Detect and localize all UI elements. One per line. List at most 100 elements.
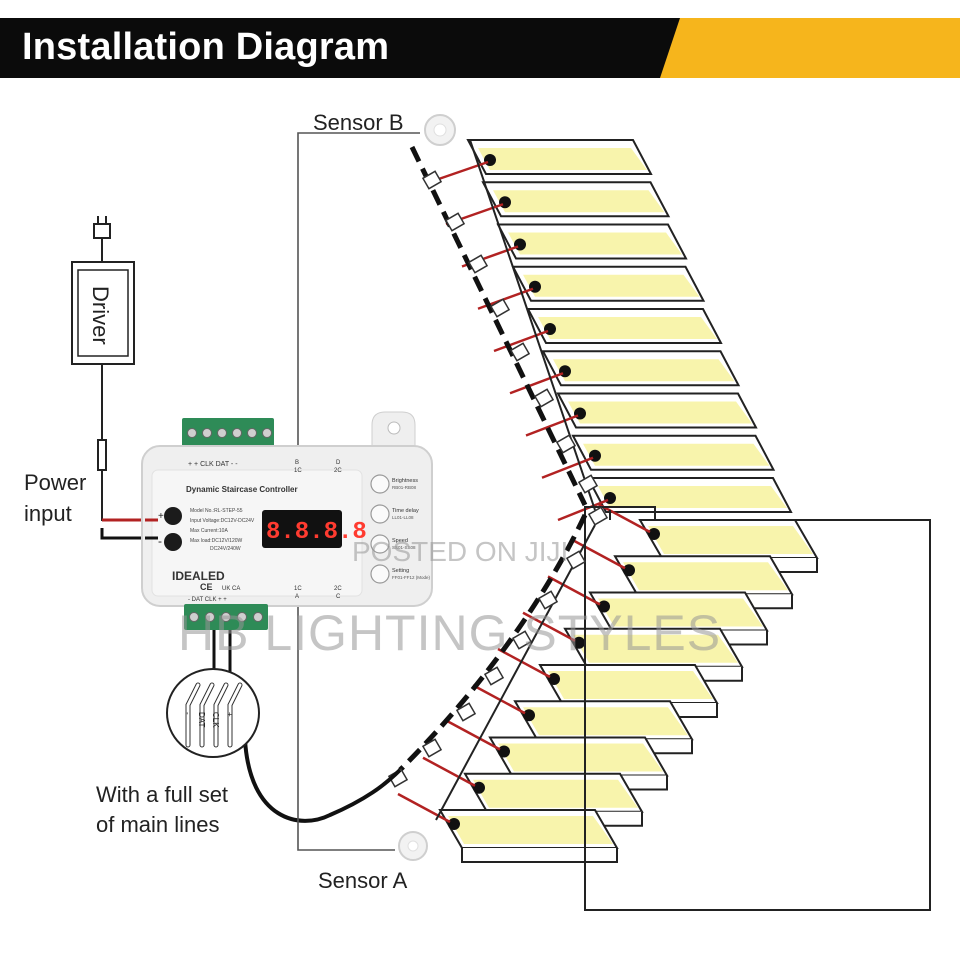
controller-button-range: SS01-SS08 [392,545,416,550]
lower-step-wire [597,502,651,534]
brand-logo: IDEALED [172,569,225,583]
lower-step-sensor-dot [498,745,510,758]
minus-terminal-knob [164,533,182,551]
watermark-posted: POSTED ON JIJI [352,536,569,567]
sensor-b-label: Sensor B [313,110,404,135]
bundle-wire-label: DAT [197,712,206,728]
wire-connector [555,434,577,454]
wire-connector [509,342,531,362]
staircase-controller: + - + + CLK DAT - - Dynamic Staircase Co… [141,411,433,630]
sensor-a-line [297,600,395,851]
lines-label-line1: With a full set [96,782,229,807]
bundle-wire-core [214,683,228,747]
upper-led-strip [493,190,665,213]
upper-step-wire [541,456,594,479]
lower-led-strip [448,816,613,844]
controller-title: Dynamic Staircase Controller [186,485,298,494]
svg-text:C: C [336,594,341,600]
stair-wire-lower [398,513,588,772]
power-label-line2: input [24,501,72,526]
wire-connector [565,550,587,570]
upper-step-sensor-dot [499,196,511,209]
power-plug-icon [93,216,111,262]
wire-connector [421,738,443,758]
header-bar: Installation Diagram [0,18,960,78]
bundle-wire-label: CLK [211,712,220,728]
lower-step-wire [397,792,451,824]
load-text: Max load:DC12V/120W [190,538,243,544]
upper-step-sensor-dot [544,323,556,335]
controller-button [370,534,390,554]
driver-box [71,261,135,365]
controller-button-range: RB01-RB08 [392,485,417,490]
header-background [0,18,680,78]
upper-step-sensor-dot [529,280,541,293]
digital-display [262,510,342,548]
upper-led-strip [553,359,735,382]
load-text-2: DC24V/240W [210,546,241,552]
lower-led-strip [473,779,638,808]
wire-connectors [387,170,609,788]
stair-side-wall [584,506,931,911]
power-label-line1: Power [24,470,87,495]
top-terminal-block [182,418,274,448]
svg-text:+: + [158,511,164,522]
svg-text:2C: 2C [334,586,342,592]
lower-step-sensor-dot [473,781,485,794]
wire-connector [489,298,511,318]
lines-label-line2: of main lines [96,812,220,837]
watermark-brand: HB LIGHTING STYLES [178,605,722,661]
bundle-wire-core [200,683,214,747]
lower-step-sensor-dot [448,818,460,830]
svg-text:A: A [295,594,299,600]
lower-step-wire [472,684,526,715]
top-terminal-text: + + CLK DAT - - [188,461,238,468]
sensor-b-line [297,132,420,448]
wire-connector [455,702,477,722]
controller-button-label: Setting [392,568,409,574]
power-wire-black [100,528,145,540]
upper-led-strip [583,443,770,466]
sensor-a-label: Sensor A [318,868,408,893]
wire-connector [533,388,555,408]
upper-step-sensor-dot [484,154,496,166]
svg-text:D: D [336,460,341,466]
main-lines-label: With a full set of main lines [96,780,266,840]
lower-led-strip [498,743,663,772]
upper-led-strip [478,148,647,170]
main-cable [243,739,402,823]
terminal-screw [202,428,212,438]
lower-led-strip [548,671,713,699]
lower-led-strip [648,526,813,554]
terminal-screw [262,428,272,438]
terminal-screw [217,428,227,438]
upper-step-wire [493,329,549,353]
controller-button [370,504,390,524]
terminal-screw [187,428,197,438]
svg-text:2C: 2C [334,468,342,474]
lower-step-wire [447,720,501,751]
driver-label: Driver [88,286,113,345]
upper-stair-rail [469,139,596,511]
wire-connector [421,170,443,190]
wire-connector [467,254,489,274]
upper-led-strip [508,232,682,255]
terminal-screw [247,428,257,438]
lower-led-strip [598,598,763,627]
controller-button [370,564,390,584]
terminal-screw [237,612,247,622]
controller-button-label: Brightness [392,478,418,484]
wire-connector [587,506,609,526]
svg-text:B: B [295,460,299,466]
wire-connector [483,666,505,686]
lower-step-wire [422,756,476,787]
lower-step-wire [547,575,601,606]
upper-led-strip [538,317,717,339]
lower-led-strip [573,634,738,663]
lower-step-wire [572,539,626,570]
plus-terminal-knob [164,507,182,525]
model-text: Model No.:RL-STEP-55 [190,508,243,514]
bundle-wire-core [228,683,242,747]
